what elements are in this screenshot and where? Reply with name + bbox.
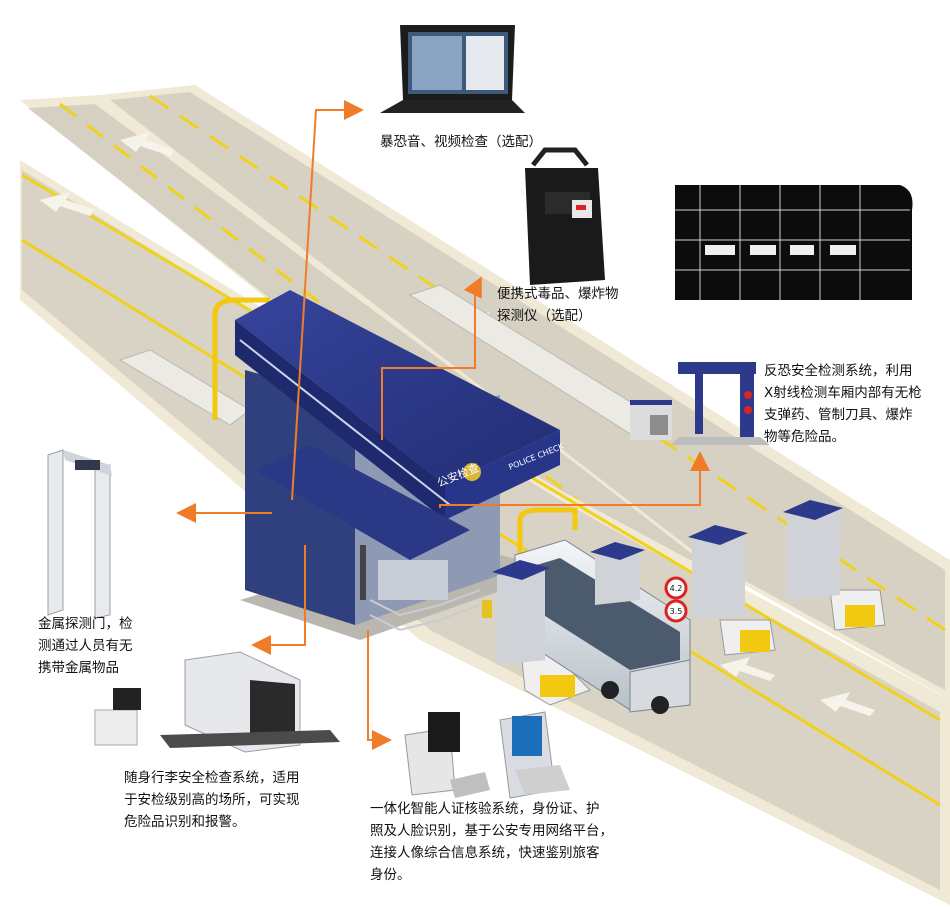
- arch-gates: [212, 297, 578, 560]
- hazard-stripes: [540, 605, 875, 697]
- metal-detector-gate: [47, 449, 112, 619]
- caption-id-verification: 一体化智能人证核验系统，身份证、护 照及人脸识别，基于公安专用网络平台， 连接人…: [370, 801, 613, 883]
- caption-baggage-inspection: 随身行李安全检查系统，适用 于安检级别高的场所，可实现 危险品识别和报警。: [124, 770, 300, 830]
- callout-arrows: [176, 100, 710, 750]
- laptop-illustration: [380, 25, 525, 113]
- caption-audio-video-check: 暴恐音、视频检查（选配）: [380, 134, 542, 150]
- caption-portable-detector: 便携式毒品、爆炸物 探测仪（选配）: [497, 286, 619, 324]
- police-emblem-icon: [463, 463, 481, 481]
- xray-scanner-booth: [630, 362, 770, 445]
- limit-signs: [664, 576, 688, 623]
- toll-booths: [492, 500, 843, 665]
- caption-metal-detector-gate: 金属探测门，检 测通过人员有无 携带金属物品: [38, 616, 133, 676]
- caption-xray-vehicle-system: 反恐安全检测系统，利用 X射线检测车厢内部有无枪 支弹药、管制刀具、爆炸 物等危…: [764, 363, 922, 445]
- portable-detector-illustration: [525, 147, 605, 285]
- bus: [514, 539, 691, 714]
- width-limit-label: 3.5: [670, 607, 683, 616]
- baggage-xray-machine: [94, 651, 340, 753]
- id-verification-terminals: [404, 711, 570, 799]
- checkpoint-building: [235, 290, 560, 640]
- height-limit-label: 4.2: [670, 584, 683, 593]
- xray-bus-image: [670, 183, 915, 303]
- pedestrian-gates: [369, 589, 492, 632]
